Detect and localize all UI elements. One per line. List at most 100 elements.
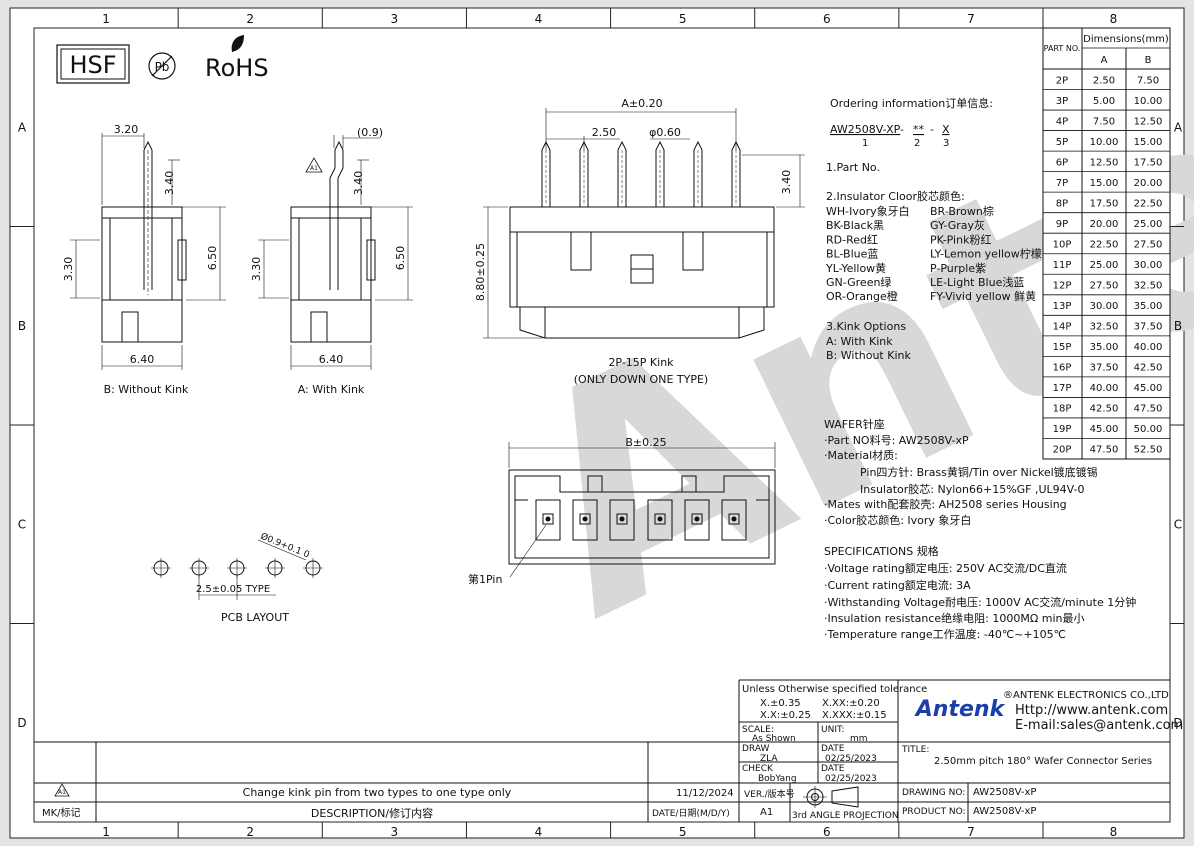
tolerance-title: Unless Otherwise specified tolerance [742, 684, 927, 695]
code-dash-2: - [930, 123, 934, 136]
table-cell-part: 5P [1056, 137, 1068, 148]
company-http: Http://www.antenk.com [1015, 703, 1168, 718]
table-cell-part: 4P [1056, 116, 1068, 127]
table-cell-b: 20.00 [1134, 178, 1163, 189]
table-cell-a: 35.00 [1090, 342, 1119, 353]
grid-col-6-bottom: 6 [823, 825, 831, 839]
drawing-title: 2.50mm pitch 180° Wafer Connector Series [934, 756, 1152, 767]
draw-value: ZLA [760, 754, 778, 764]
header-date: DATE/日期(M/D/Y) [652, 808, 730, 819]
color-option-left: GN-Green绿 [826, 275, 891, 289]
table-cell-a: 22.50 [1090, 239, 1119, 250]
color-title: 2.Insulator Cloor胶芯颜色: [826, 189, 965, 203]
grid-col-1-bottom: 1 [102, 825, 110, 839]
scale-value: As Shown [752, 734, 796, 744]
table-cell-part: 10P [1053, 239, 1072, 250]
pin-dot [545, 516, 551, 522]
ver-value: A1 [760, 807, 773, 818]
table-cell-b: 35.00 [1134, 301, 1163, 312]
specifications: SPECIFICATIONS 规格 ·Voltage rating额定电压: 2… [824, 544, 1136, 641]
pin-square [616, 513, 628, 525]
table-cell-b: 15.00 [1134, 137, 1163, 148]
grid-col-8-top: 8 [1110, 12, 1118, 26]
dim-650-k: 6.50 [394, 246, 407, 271]
wafer-line-1: ·Material材质: [824, 448, 898, 462]
code-color: ** [913, 123, 925, 136]
grid-col-3-bottom: 3 [391, 825, 399, 839]
spec-line-1: ·Current rating额定电流: 3A [824, 578, 971, 592]
grid-col-4-top: 4 [535, 12, 543, 26]
table-cell-b: 22.50 [1134, 198, 1163, 209]
code-num-1: 1 [862, 138, 868, 149]
pin-dot [694, 516, 700, 522]
pin-square [542, 513, 554, 525]
drawing-no: AW2508V-xP [973, 787, 1036, 798]
table-cell-a: 32.50 [1090, 322, 1119, 333]
pin-dot [657, 516, 663, 522]
grid-row-C-left: C [18, 517, 26, 531]
product-no: AW2508V-xP [973, 806, 1036, 817]
table-cell-a: 25.00 [1090, 260, 1119, 271]
unit-label: UNIT: [821, 725, 845, 735]
wafer-line-0: ·Part NO料号: AW2508V-xP [824, 433, 969, 447]
front-view [483, 108, 805, 339]
pcb-layout [151, 558, 323, 578]
pin-dot [582, 516, 588, 522]
table-cell-a: 12.50 [1090, 157, 1119, 168]
table-cell-a: 7.50 [1093, 116, 1115, 127]
side-view-with-kink [258, 135, 413, 370]
grid-col-4-bottom: 4 [535, 825, 543, 839]
grid-col-8-bottom: 8 [1110, 825, 1118, 839]
color-option-right: GY-Gray灰 [930, 218, 985, 232]
grid-col-5-bottom: 5 [679, 825, 687, 839]
table-cell-b: 37.50 [1134, 322, 1163, 333]
table-cell-b: 40.00 [1134, 342, 1163, 353]
front-caption-2: (ONLY DOWN ONE TYPE) [574, 373, 708, 386]
dim-pin-dia: φ0.60 [649, 126, 681, 139]
color-option-left: BK-Black黑 [826, 219, 884, 232]
revision-mark-icon [54, 783, 70, 797]
header-description: DESCRIPTION/修订内容 [311, 806, 433, 820]
table-cell-a: 10.00 [1090, 137, 1119, 148]
dim-330-k: 3.30 [250, 257, 263, 282]
grid-col-7-top: 7 [967, 12, 975, 26]
grid-col-6-top: 6 [823, 12, 831, 26]
product-no-label: PRODUCT NO: [902, 807, 966, 817]
table-cell-a: 20.00 [1090, 219, 1119, 230]
color-option-left: OR-Orange橙 [826, 289, 898, 303]
tol-3: X.XXX:±0.15 [822, 710, 887, 721]
table-cell-b: 52.50 [1134, 445, 1163, 456]
grid-row-A-right: A [1174, 120, 1183, 134]
table-cell-part: 8P [1056, 198, 1068, 209]
color-option-left: RD-Red红 [826, 233, 878, 246]
pin-square [579, 513, 591, 525]
dim-330-nk: 3.30 [62, 257, 75, 282]
code-kink: X [942, 123, 950, 136]
dim-09: (0.9) [357, 126, 383, 139]
table-cell-part: 11P [1053, 260, 1072, 271]
table-cell-b: 25.00 [1134, 219, 1163, 230]
table-cell-part: 12P [1053, 281, 1072, 292]
wafer-line-3: Insulator胶芯: Nylon66+15%GF ,UL94V-0 [860, 482, 1085, 496]
pin-cavity [721, 499, 747, 541]
wafer-info: WAFER针座 ·Part NO料号: AW2508V-xP ·Material… [824, 417, 1098, 527]
color-option-right: P-Purple紫 [930, 262, 986, 275]
pin-square [728, 513, 740, 525]
table-cell-a: 37.50 [1090, 363, 1119, 374]
compliance-marks: HSF Pb RoHS [56, 35, 269, 84]
unit-value: mm [850, 734, 868, 744]
specs-title: SPECIFICATIONS 规格 [824, 544, 939, 558]
grid-col-1-top: 1 [102, 12, 110, 26]
table-header-a: A [1101, 55, 1108, 66]
grid-row-B-left: B [18, 319, 26, 333]
table-cell-part: 16P [1053, 363, 1072, 374]
ordering-info: Ordering information订单信息: AW2508V-XP - *… [825, 96, 1053, 362]
front-pin [617, 140, 627, 207]
table-cell-part: 7P [1056, 178, 1068, 189]
tol-2: X.X:±0.25 [760, 710, 811, 721]
company-name: ®ANTENK ELECTRONICS CO.,LTD [1003, 690, 1169, 701]
check-date: 02/25/2023 [825, 774, 877, 784]
dim-pitch: 2.50 [592, 126, 617, 139]
color-option-right: FY-Vivid yellow 鲜黄 [930, 289, 1036, 303]
